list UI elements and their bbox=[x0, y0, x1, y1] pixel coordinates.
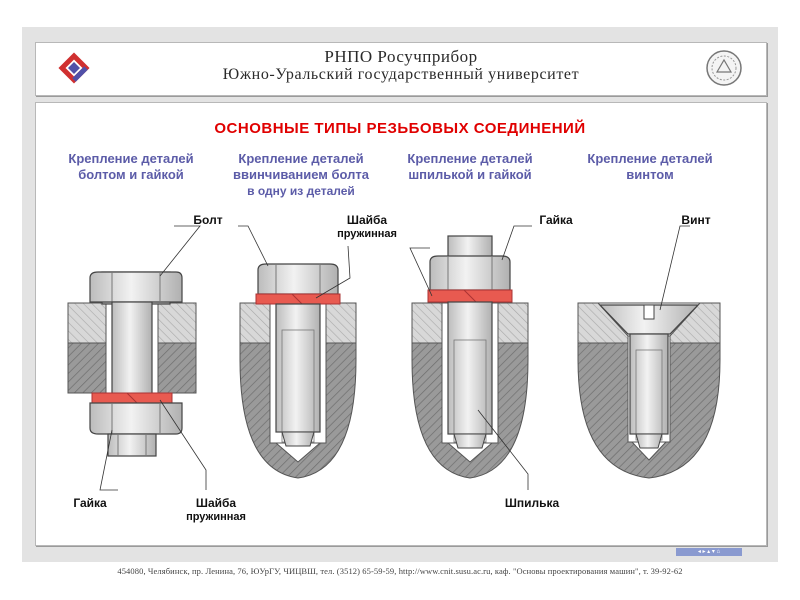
column-heading-line: в одну из деталей bbox=[247, 184, 355, 198]
column-heading-line: Крепление деталей bbox=[407, 151, 533, 166]
column-heading-line: шпилькой и гайкой bbox=[408, 167, 532, 182]
page-nav-strip[interactable]: ◂ ▸ ▴ ▾ ⌂ bbox=[676, 548, 742, 556]
column-heading-line: Крепление деталей bbox=[587, 151, 713, 166]
label-nut-top: Гайка bbox=[539, 213, 573, 227]
university-name: Южно-Уральский государственный университ… bbox=[222, 66, 580, 83]
column-heading-line: ввинчиванием болта bbox=[232, 167, 370, 182]
bolt-shank bbox=[275, 303, 321, 433]
rnpo-logo-icon bbox=[58, 52, 90, 84]
joint-stud-nut bbox=[409, 225, 532, 490]
label-bolt: Болт bbox=[193, 213, 223, 227]
joint-bolt-nut bbox=[67, 225, 207, 491]
nut bbox=[89, 402, 183, 435]
label-screw: Винт bbox=[681, 213, 711, 227]
label-line: пружинная bbox=[186, 511, 246, 523]
nut bbox=[429, 255, 511, 291]
column-heading-stud-nut: Крепление деталей шпилькой и гайкой bbox=[390, 151, 550, 183]
column-heading-line: Крепление деталей bbox=[238, 151, 364, 166]
column-heading-line: болтом и гайкой bbox=[78, 167, 184, 182]
column-heading-bolt-nut: Крепление деталей болтом и гайкой bbox=[56, 151, 206, 183]
bolt-head bbox=[257, 263, 339, 295]
footer-contacts: 454080, Челябинск, пр. Ленина, 76, ЮУрГУ… bbox=[117, 566, 683, 576]
label-stud: Шпилька bbox=[504, 496, 560, 510]
label-line: Шайба bbox=[195, 496, 237, 510]
label-spring-washer-bottom: Шайба пружинная bbox=[176, 496, 256, 524]
column-heading-line: Крепление деталей bbox=[68, 151, 194, 166]
joint-screw bbox=[577, 225, 721, 479]
joint-screwed-bolt bbox=[238, 225, 357, 479]
label-line: пружинная bbox=[337, 228, 397, 240]
label-nut-bottom: Гайка bbox=[73, 496, 107, 510]
university-seal-icon bbox=[706, 50, 742, 86]
page-title: ОСНОВНЫЕ ТИПЫ РЕЗЬБОВЫХ СОЕДИНЕНИЙ bbox=[214, 120, 586, 137]
column-heading-line: винтом bbox=[626, 167, 674, 182]
header-banner: РНПО Росучприбор Южно-Уральский государс… bbox=[35, 42, 767, 96]
column-heading-screw: Крепление деталей винтом bbox=[570, 151, 730, 183]
org-name: РНПО Росучприбор bbox=[324, 47, 478, 66]
column-heading-screwed-bolt: Крепление деталей ввинчиванием болта в о… bbox=[216, 151, 386, 199]
spring-washer bbox=[255, 293, 341, 305]
label-spring-washer: Шайба пружинная bbox=[332, 213, 402, 241]
stud-shank bbox=[447, 301, 493, 435]
label-line: Шайба bbox=[346, 213, 388, 227]
